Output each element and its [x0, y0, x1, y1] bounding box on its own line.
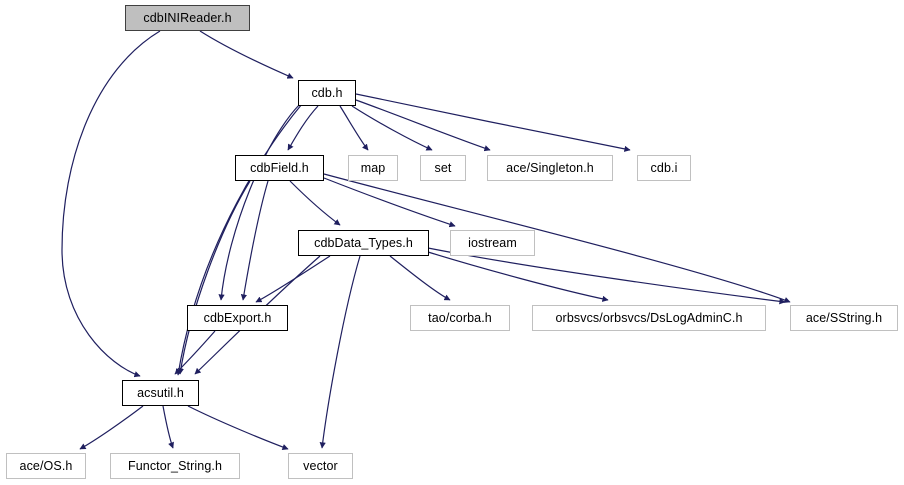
- graph-node-label: acsutil.h: [137, 385, 184, 400]
- graph-edge: [218, 103, 301, 301]
- graph-node-label: vector: [303, 458, 338, 473]
- graph-edge: [355, 99, 491, 152]
- graph-node-label: tao/corba.h: [428, 310, 492, 325]
- graph-edge: [323, 173, 791, 303]
- graph-node-cdbExport[interactable]: cdbExport.h: [187, 305, 288, 331]
- graph-edge: [427, 247, 786, 305]
- graph-edge: [319, 255, 361, 449]
- graph-edge: [427, 251, 609, 302]
- graph-node-label: orbsvcs/orbsvcs/DsLogAdminC.h: [555, 310, 743, 325]
- graph-edge: [187, 405, 289, 450]
- graph-edge: [79, 405, 144, 450]
- graph-node-aceOS[interactable]: ace/OS.h: [6, 453, 86, 479]
- graph-node-map[interactable]: map: [348, 155, 398, 181]
- graph-edge: [323, 177, 456, 228]
- graph-node-set[interactable]: set: [420, 155, 466, 181]
- graph-node-label: cdbField.h: [250, 160, 309, 175]
- graph-node-label: Functor_String.h: [127, 458, 222, 473]
- graph-node-cdb[interactable]: cdb.h: [298, 80, 356, 106]
- graph-node-label: cdb.h: [311, 85, 343, 100]
- graph-node-label: cdb.i: [650, 160, 678, 175]
- graph-node-label: iostream: [468, 235, 517, 250]
- graph-node-label: cdbExport.h: [203, 310, 272, 325]
- graph-edge: [199, 30, 294, 79]
- graph-node-label: cdbData_Types.h: [314, 235, 413, 250]
- graph-edge: [389, 255, 451, 301]
- graph-node-iostream[interactable]: iostream: [450, 230, 535, 256]
- graph-node-taocorba[interactable]: tao/corba.h: [410, 305, 510, 331]
- graph-node-vector[interactable]: vector: [288, 453, 353, 479]
- graph-node-functorString[interactable]: Functor_String.h: [110, 453, 240, 479]
- graph-edge: [61, 30, 161, 378]
- graph-node-label: ace/Singleton.h: [506, 160, 594, 175]
- graph-edge: [174, 330, 216, 375]
- graph-node-aceSingleton[interactable]: ace/Singleton.h: [487, 155, 613, 181]
- graph-node-orbsvcs[interactable]: orbsvcs/orbsvcs/DsLogAdminC.h: [532, 305, 766, 331]
- graph-edge: [355, 93, 631, 152]
- graph-node-acsutil[interactable]: acsutil.h: [122, 380, 199, 406]
- graph-node-aceSString[interactable]: ace/SString.h: [790, 305, 898, 331]
- graph-node-label: ace/SString.h: [805, 310, 883, 325]
- graph-node-label: ace/OS.h: [19, 458, 73, 473]
- graph-edge: [289, 180, 341, 226]
- graph-edge: [339, 105, 369, 151]
- graph-edge: [175, 103, 303, 376]
- graph-edge: [255, 255, 331, 303]
- graph-node-cdbField[interactable]: cdbField.h: [235, 155, 324, 181]
- graph-edge: [351, 105, 433, 151]
- graph-edge: [162, 405, 174, 449]
- graph-edge: [177, 180, 251, 375]
- graph-node-cdbINIReader[interactable]: cdbINIReader.h: [125, 5, 250, 31]
- graph-node-label: set: [434, 160, 452, 175]
- graph-node-cdbDataTypes[interactable]: cdbData_Types.h: [298, 230, 429, 256]
- graph-node-label: map: [360, 160, 386, 175]
- graph-node-cdbi[interactable]: cdb.i: [637, 155, 691, 181]
- graph-node-label: cdbINIReader.h: [143, 10, 232, 25]
- graph-edge: [287, 105, 319, 151]
- graph-edge: [240, 180, 269, 301]
